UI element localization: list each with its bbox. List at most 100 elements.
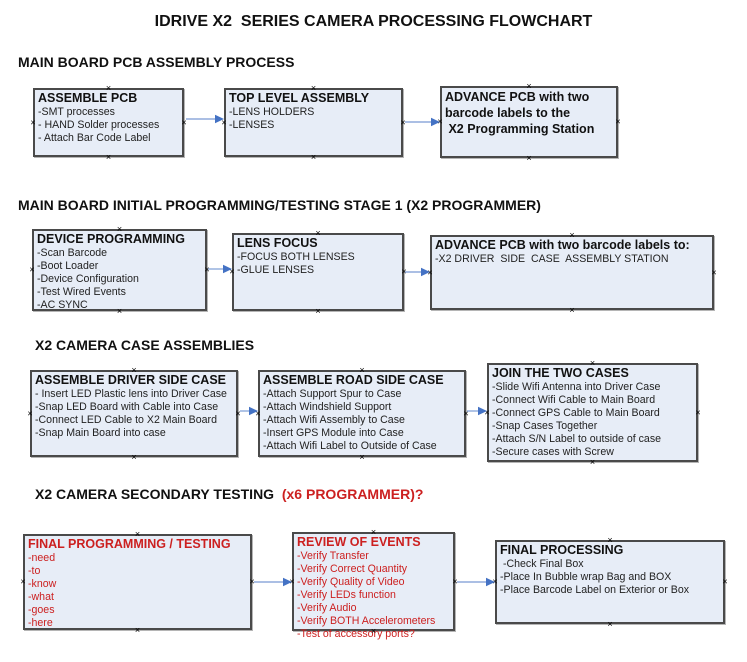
box-line: -what	[28, 591, 54, 603]
flow-arrow	[208, 264, 232, 274]
glue-point-icon	[228, 268, 236, 276]
flow-box-assemble-driver-side-case: ASSEMBLE DRIVER SIDE CASE - Insert LED P…	[30, 370, 238, 457]
glue-point-icon	[614, 118, 622, 126]
flow-box-assemble-pcb: ASSEMBLE PCB -SMT processes - HAND Solde…	[33, 88, 184, 157]
flow-box-top-level-assembly: TOP LEVEL ASSEMBLY -LENS HOLDERS -LENSES	[224, 88, 403, 157]
glue-point-icon	[589, 458, 597, 466]
glue-point-icon	[310, 153, 318, 161]
glue-point-icon	[220, 118, 228, 126]
glue-point-icon	[721, 578, 729, 586]
glue-point-icon	[426, 268, 434, 276]
box-title: ASSEMBLE ROAD SIDE CASE	[263, 373, 444, 387]
box-line: -Slide Wifi Antenna into Driver Case	[492, 381, 661, 393]
flow-arrow	[467, 406, 487, 416]
box-line: -Snap LED Board with Cable into Case	[35, 401, 219, 413]
arrowhead-icon	[249, 406, 258, 416]
box-title: ADVANCE PCB with two barcode labels to:	[435, 238, 690, 252]
box-line: -Snap Cases Together	[492, 420, 598, 432]
glue-point-icon	[436, 118, 444, 126]
flow-box-device-programming: DEVICE PROGRAMMING -Scan Barcode -Boot L…	[32, 229, 207, 311]
glue-point-icon	[19, 578, 27, 586]
box-line: -Attach Wifi Label to Outside of Case	[263, 440, 437, 452]
box-title: FINAL PROGRAMMING / TESTING	[28, 537, 231, 551]
flow-arrow	[186, 114, 224, 124]
arrowhead-icon	[486, 577, 495, 587]
box-title: TOP LEVEL ASSEMBLY	[229, 91, 370, 105]
glue-point-icon	[105, 153, 113, 161]
glue-point-icon	[130, 453, 138, 461]
arrowhead-icon	[215, 114, 224, 124]
box-line: -Snap Main Board into case	[35, 427, 166, 439]
glue-point-icon	[28, 266, 36, 274]
section-heading-pcb-assembly: MAIN BOARD PCB ASSEMBLY PROCESS	[18, 54, 295, 70]
box-title: JOIN THE TWO CASES	[492, 366, 629, 380]
box-line: -Attach Windshield Support	[263, 401, 392, 413]
glue-point-icon	[400, 268, 408, 276]
box-line: -to	[28, 565, 41, 577]
box-line: -X2 DRIVER SIDE CASE ASSEMBLY STATION	[435, 253, 669, 265]
box-line: -Verify LEDs function	[297, 589, 396, 601]
box-line: -Verify Transfer	[297, 550, 369, 562]
glue-point-icon	[694, 408, 702, 416]
arrowhead-icon	[421, 267, 430, 277]
glue-point-icon	[451, 577, 459, 585]
flow-box-assemble-road-side-case: ASSEMBLE ROAD SIDE CASE -Attach Support …	[258, 370, 466, 457]
glue-point-icon	[358, 453, 366, 461]
heading-red-part: (x6 PROGRAMMER)?	[277, 486, 424, 502]
flow-arrow	[254, 577, 292, 587]
flow-arrow	[405, 117, 440, 127]
box-line: -Attach S/N Label to outside of case	[492, 433, 662, 445]
box-title: ASSEMBLE PCB	[38, 91, 138, 105]
box-line: -AC SYNC	[37, 299, 88, 311]
box-line: -know	[28, 578, 57, 590]
section-heading-initial-programming: MAIN BOARD INITIAL PROGRAMMING/TESTING S…	[18, 197, 541, 213]
box-line: - Insert LED Plastic lens into Driver Ca…	[35, 388, 227, 400]
box-line: -Connect GPS Cable to Main Board	[492, 407, 660, 419]
arrowhead-icon	[283, 577, 292, 587]
glue-point-icon	[606, 620, 614, 628]
box-line: -here	[28, 617, 53, 629]
glue-point-icon	[462, 409, 470, 417]
glue-point-icon	[491, 578, 499, 586]
page-title: IDRIVE X2 SERIES CAMERA PROCESSING FLOWC…	[154, 13, 593, 30]
box-line: -Check Final Box	[500, 558, 584, 570]
box-line: -Attach Wifi Assembly to Case	[263, 414, 405, 426]
box-line: -LENS HOLDERS	[229, 106, 315, 118]
box-line: -Boot Loader	[37, 260, 99, 272]
box-line: -Verify BOTH Accelerometers	[297, 615, 436, 627]
glue-point-icon	[314, 307, 322, 315]
glue-point-icon	[254, 409, 262, 417]
glue-point-icon	[203, 266, 211, 274]
box-line: -Scan Barcode	[37, 247, 108, 259]
flow-box-advance-pcb-driver-side-station: ADVANCE PCB with two barcode labels to: …	[430, 235, 714, 310]
heading-black-part: X2 CAMERA SECONDARY TESTING	[35, 486, 278, 502]
glue-point-icon	[525, 154, 533, 162]
box-line: -Test of accessory ports?	[297, 628, 415, 640]
box-line: - Attach Bar Code Label	[38, 132, 151, 144]
section-heading-case-assemblies: X2 CAMERA CASE ASSEMBLIES	[35, 337, 255, 353]
glue-point-icon	[568, 306, 576, 314]
flow-box-advance-pcb-programming-station: ADVANCE PCB with two barcode labels to t…	[440, 86, 618, 158]
box-title: LENS FOCUS	[237, 236, 318, 250]
box-line: -Insert GPS Module into Case	[263, 427, 404, 439]
box-line: -Verify Audio	[297, 602, 357, 614]
box-title: DEVICE PROGRAMMING	[37, 232, 185, 246]
arrowhead-icon	[223, 264, 232, 274]
glue-point-icon	[399, 118, 407, 126]
box-title: ASSEMBLE DRIVER SIDE CASE	[35, 373, 227, 387]
flow-arrow	[457, 577, 495, 587]
glue-point-icon	[248, 578, 256, 586]
flow-arrow	[405, 267, 430, 277]
box-line: -Connect LED Cable to X2 Main Board	[35, 414, 217, 426]
box-title: FINAL PROCESSING	[500, 543, 624, 557]
glue-point-icon	[29, 118, 37, 126]
glue-point-icon	[483, 408, 491, 416]
box-line: -Connect Wifi Cable to Main Board	[492, 394, 656, 406]
box-line: -Attach Support Spur to Case	[263, 388, 402, 400]
box-line: -Device Configuration	[37, 273, 139, 285]
flow-box-review-of-events: REVIEW OF EVENTS -Verify Transfer -Verif…	[292, 532, 455, 640]
glue-point-icon	[26, 409, 34, 417]
box-line: -need	[28, 552, 56, 564]
box-line: -Verify Correct Quantity	[297, 563, 408, 575]
